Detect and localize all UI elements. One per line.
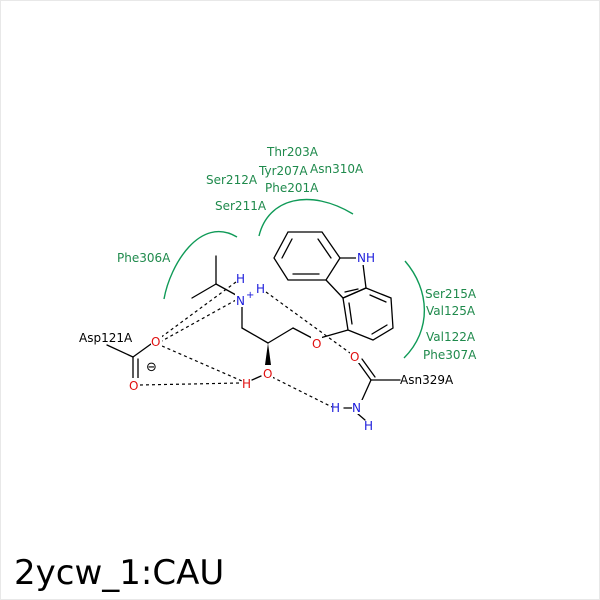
hydrophobic-arc-top bbox=[258, 198, 354, 237]
hbond-oh-to-asn-h bbox=[271, 376, 333, 408]
asn329-co-bond bbox=[357, 361, 372, 381]
right-ring-inner-3 bbox=[348, 302, 353, 325]
residue-asp121: Asp121A bbox=[79, 331, 133, 345]
asp121-c-o-bond bbox=[132, 343, 152, 358]
asn329-nh-bond bbox=[357, 413, 366, 421]
right-benzene-ring bbox=[342, 287, 394, 341]
amine-h2-label: H bbox=[256, 282, 265, 296]
ether-o-label: O bbox=[312, 337, 321, 351]
residue-asn329: Asn329A bbox=[400, 373, 454, 387]
residue-ser211: Ser211A bbox=[215, 199, 267, 213]
residue-asn310: Asn310A bbox=[310, 162, 364, 176]
residue-tyr207: Tyr207A bbox=[258, 164, 308, 178]
residue-phe306: Phe306A bbox=[117, 251, 171, 265]
residue-ser215: Ser215A bbox=[425, 287, 477, 301]
asp121-negative-charge: ⊖ bbox=[146, 360, 157, 375]
five-ring-bond-d bbox=[325, 279, 344, 299]
asp121-stem-bond bbox=[106, 344, 134, 358]
asn329-o-label: O bbox=[350, 350, 359, 364]
mask-o-asp1 bbox=[151, 334, 162, 348]
residue-val122: Val122A bbox=[426, 330, 476, 344]
mask-o-ether bbox=[311, 336, 322, 350]
asn329-h2-label: H bbox=[364, 419, 373, 433]
asn329-cn-bond bbox=[361, 379, 372, 401]
isopropyl-bond-2 bbox=[191, 283, 217, 299]
diagram-title: 2ycw_1:CAU bbox=[14, 553, 224, 593]
stereo-wedge-bond bbox=[265, 343, 271, 365]
residue-ser212: Ser212A bbox=[206, 173, 258, 187]
asn329-co-double bbox=[361, 358, 376, 378]
hbond-n-h-to-asp-o bbox=[159, 281, 237, 339]
mask-nh bbox=[356, 250, 378, 265]
ring-to-ether-bond bbox=[319, 329, 349, 339]
asp121-o2-label: O bbox=[129, 379, 138, 393]
residue-phe307: Phe307A bbox=[423, 348, 477, 362]
choh-to-ch2-bond bbox=[241, 327, 269, 344]
residue-val125: Val125A bbox=[426, 304, 476, 318]
right-ring-inner-2 bbox=[371, 324, 388, 335]
left-ring-inner-bonds-2 bbox=[281, 238, 293, 259]
mask-n-asn bbox=[352, 400, 363, 414]
hbond-asp-o-to-oh-h bbox=[161, 345, 243, 382]
hydroxyl-h-label: H bbox=[242, 377, 251, 391]
indole-nh-label: NH bbox=[357, 251, 375, 265]
amine-h-label: H bbox=[236, 272, 245, 286]
hbond-n-to-asp-o bbox=[159, 299, 237, 343]
asp121-o1-label: O bbox=[151, 335, 160, 349]
amine-n-label: N bbox=[236, 294, 245, 308]
asn329-h1-label: H bbox=[331, 401, 340, 415]
residue-phe201: Phe201A bbox=[265, 181, 319, 195]
hydrophobic-arc-left bbox=[163, 230, 238, 300]
hbond-asp-o2-to-oh-h bbox=[139, 382, 241, 386]
right-ring-inner-1 bbox=[369, 294, 387, 303]
mask-n bbox=[235, 293, 248, 307]
five-ring-bond-b bbox=[362, 263, 367, 289]
ether-to-ch2-bond bbox=[292, 327, 313, 339]
carbazole-ring-system bbox=[273, 231, 394, 341]
left-ring-inner-bonds-3 bbox=[317, 238, 332, 259]
residue-thr203: Thr203A bbox=[266, 145, 319, 159]
oh-bond bbox=[251, 375, 262, 381]
hydroxyl-o-label: O bbox=[263, 367, 272, 381]
five-ring-inner bbox=[344, 288, 359, 293]
mask-o-asn bbox=[350, 349, 361, 363]
ch2-to-choh-bond bbox=[267, 327, 294, 344]
amine-plus-charge: + bbox=[246, 290, 254, 301]
hydrophobic-arc-right bbox=[403, 260, 425, 359]
hbond-nh-to-asn-o bbox=[265, 291, 351, 354]
mask-o-asp2 bbox=[129, 378, 140, 392]
asn329-n-label: N bbox=[352, 401, 361, 415]
mask-o-oh bbox=[262, 366, 273, 380]
